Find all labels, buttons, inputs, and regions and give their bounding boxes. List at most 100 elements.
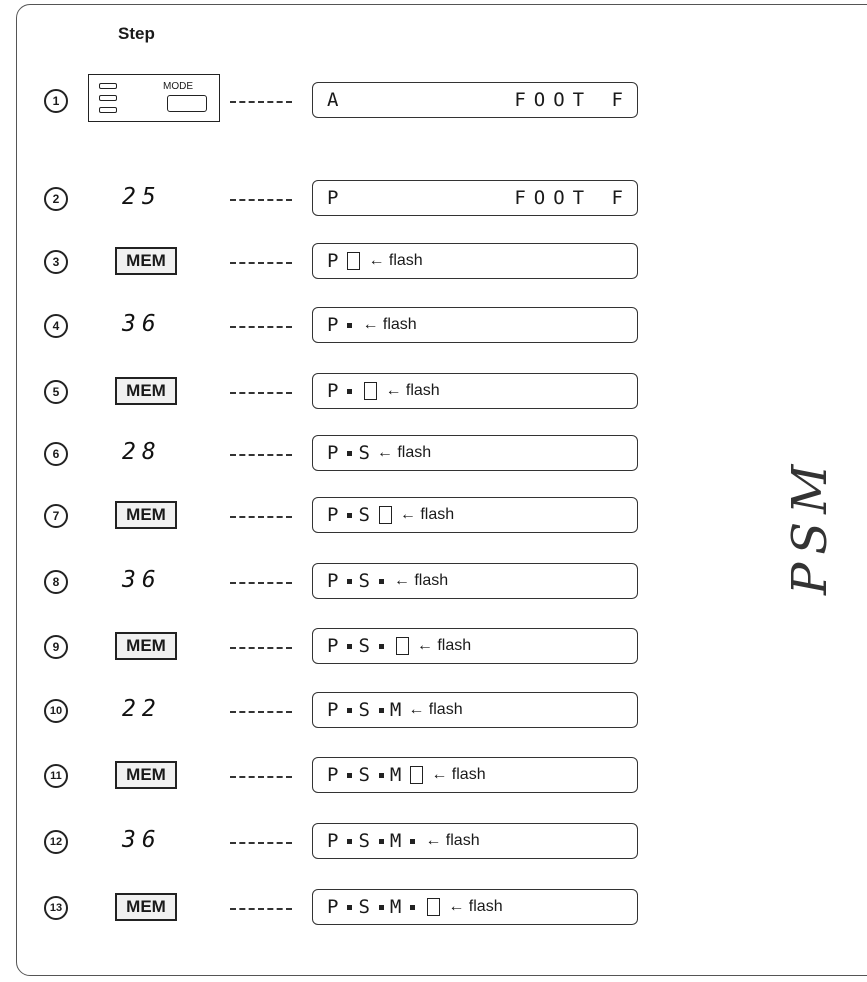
lcd-char: S — [358, 635, 372, 657]
lcd-display-11: P S M ← flash — [312, 757, 638, 793]
separator-dot — [347, 513, 352, 518]
cursor-box — [347, 252, 360, 270]
mode-button[interactable] — [167, 95, 207, 112]
connector-line — [230, 582, 292, 584]
step-row-3: 3 MEM P ← flash — [0, 243, 867, 283]
key-code: 36 — [122, 567, 162, 593]
lcd-char: M — [390, 896, 404, 918]
step-number-6: 6 — [44, 442, 68, 466]
step-row-8: 8 36 P S ← flash — [0, 563, 867, 603]
connector-line — [230, 647, 292, 649]
flash-label: ← flash — [362, 316, 416, 334]
connector-line — [230, 454, 292, 456]
lcd-char: S — [358, 830, 372, 852]
cursor-box — [427, 898, 440, 916]
step-header: Step — [118, 24, 155, 44]
step-number-12: 12 — [44, 830, 68, 854]
lcd-char: P — [327, 442, 341, 464]
flash-label: ← flash — [385, 382, 439, 400]
lcd-display-4: P ← flash — [312, 307, 638, 343]
lcd-char: P — [327, 314, 341, 336]
separator-dot — [347, 905, 352, 910]
flash-label: ← flash — [417, 637, 471, 655]
mem-key[interactable]: MEM — [115, 501, 177, 529]
lcd-char: M — [390, 699, 404, 721]
lcd-display-2: P FOOT F — [312, 180, 638, 216]
step-row-1: 1 MODE A FOOT F — [0, 82, 867, 122]
lcd-char: P — [327, 635, 341, 657]
separator-dot — [379, 579, 384, 584]
step-number-7: 7 — [44, 504, 68, 528]
lcd-display-5: P ← flash — [312, 373, 638, 409]
mem-key[interactable]: MEM — [115, 247, 177, 275]
key-code: 22 — [122, 696, 162, 722]
flash-label: ← flash — [394, 572, 448, 590]
lcd-display-3: P ← flash — [312, 243, 638, 279]
mem-key[interactable]: MEM — [115, 377, 177, 405]
key-code: 28 — [122, 439, 162, 465]
step-number-1: 1 — [44, 89, 68, 113]
embroidered-monogram-decoration: PSM — [782, 457, 838, 595]
lcd-char: P — [327, 830, 341, 852]
separator-dot — [347, 708, 352, 713]
lcd-display-12: P S M ← flash — [312, 823, 638, 859]
separator-dot — [410, 905, 415, 910]
connector-line — [230, 199, 292, 201]
step-row-9: 9 MEM P S ← flash — [0, 628, 867, 668]
connector-line — [230, 842, 292, 844]
lcd-char: P — [327, 570, 341, 592]
cursor-box — [364, 382, 377, 400]
separator-dot — [347, 839, 352, 844]
lcd-char: S — [358, 442, 372, 464]
flash-label: ← flash — [425, 832, 479, 850]
connector-line — [230, 262, 292, 264]
key-code: 25 — [122, 184, 162, 210]
flash-label: ← flash — [377, 444, 431, 462]
flash-label: ← flash — [431, 766, 485, 784]
lcd-char: S — [358, 764, 372, 786]
step-number-5: 5 — [44, 380, 68, 404]
indicator-lamp-3 — [99, 107, 117, 113]
flash-label: ← flash — [400, 506, 454, 524]
separator-dot — [379, 773, 384, 778]
step-row-6: 6 28 P S ← flash — [0, 435, 867, 475]
key-code: 36 — [122, 827, 162, 853]
indicator-lamp-2 — [99, 95, 117, 101]
connector-line — [230, 908, 292, 910]
lcd-char: M — [390, 764, 404, 786]
lcd-display-9: P S ← flash — [312, 628, 638, 664]
step-number-9: 9 — [44, 635, 68, 659]
lcd-char: M — [390, 830, 404, 852]
connector-line — [230, 326, 292, 328]
mem-key[interactable]: MEM — [115, 632, 177, 660]
separator-dot — [347, 451, 352, 456]
step-number-8: 8 — [44, 570, 68, 594]
step-row-13: 13 MEM P S M ← flash — [0, 889, 867, 929]
separator-dot — [347, 773, 352, 778]
cursor-box — [379, 506, 392, 524]
step-number-13: 13 — [44, 896, 68, 920]
lcd-char: P — [327, 504, 341, 526]
cursor-box — [396, 637, 409, 655]
separator-dot — [347, 644, 352, 649]
lcd-char: S — [358, 699, 372, 721]
mem-key[interactable]: MEM — [115, 893, 177, 921]
lcd-display-8: P S ← flash — [312, 563, 638, 599]
lcd-display-10: P S M ← flash — [312, 692, 638, 728]
mode-panel: MODE — [88, 74, 220, 122]
step-number-4: 4 — [44, 314, 68, 338]
separator-dot — [347, 579, 352, 584]
connector-line — [230, 516, 292, 518]
mem-key[interactable]: MEM — [115, 761, 177, 789]
step-row-7: 7 MEM P S ← flash — [0, 497, 867, 537]
step-number-11: 11 — [44, 764, 68, 788]
lcd-char: S — [358, 504, 372, 526]
lcd-left-text: A — [327, 89, 341, 111]
lcd-display-1: A FOOT F — [312, 82, 638, 118]
key-code: 36 — [122, 311, 162, 337]
lcd-char: P — [327, 250, 341, 272]
step-row-5: 5 MEM P ← flash — [0, 373, 867, 413]
lcd-display-7: P S ← flash — [312, 497, 638, 533]
lcd-char: S — [358, 570, 372, 592]
lcd-char: S — [358, 896, 372, 918]
